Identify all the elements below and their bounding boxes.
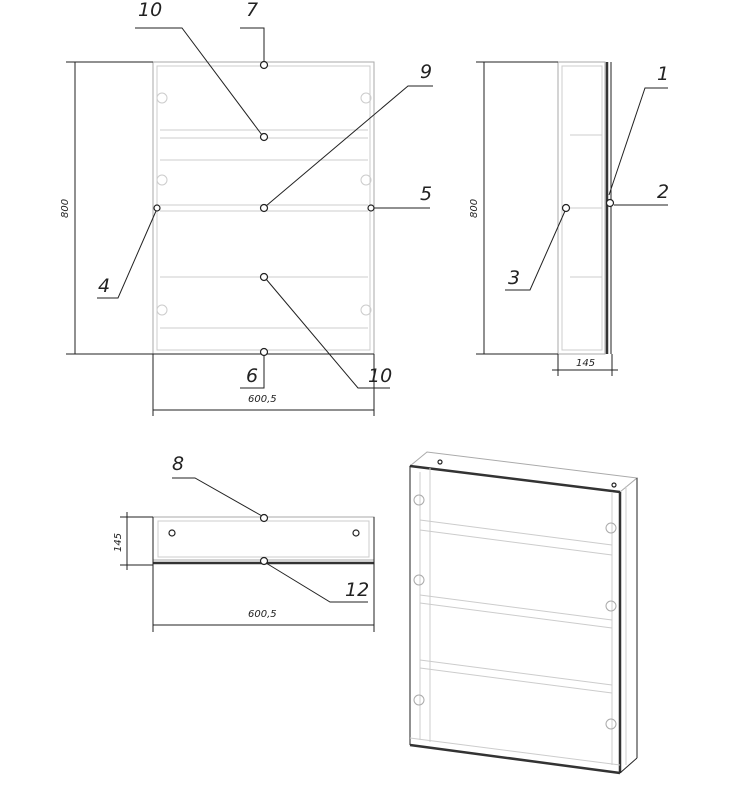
top-width-dimension: 600,5: [248, 609, 277, 620]
side-depth-dimension: 145: [576, 358, 595, 369]
callout-7: 7: [246, 0, 258, 21]
callout-10-lower: 10: [368, 365, 392, 387]
callout-12: 12: [345, 579, 369, 601]
front-height-dimension: 800: [60, 199, 71, 218]
side-height-dimension: 800: [469, 199, 480, 218]
top-view: 8 12 145 600,5: [113, 453, 375, 632]
callout-8: 8: [172, 453, 184, 475]
callout-5: 5: [420, 183, 432, 205]
callout-4: 4: [98, 275, 110, 297]
callout-2: 2: [657, 181, 669, 203]
side-view: 1 2 3 800 145: [469, 61, 669, 376]
callout-6: 6: [246, 365, 258, 387]
callout-10-upper: 10: [138, 0, 162, 21]
callout-3: 3: [508, 267, 520, 289]
callout-9: 9: [420, 61, 432, 83]
callout-1: 1: [657, 63, 669, 85]
front-width-dimension: 600,5: [248, 394, 277, 405]
isometric-view: [408, 451, 639, 775]
front-view: 7 10 9 5 4 6 10 800 600,5: [60, 0, 433, 416]
top-depth-dimension: 145: [113, 533, 124, 552]
